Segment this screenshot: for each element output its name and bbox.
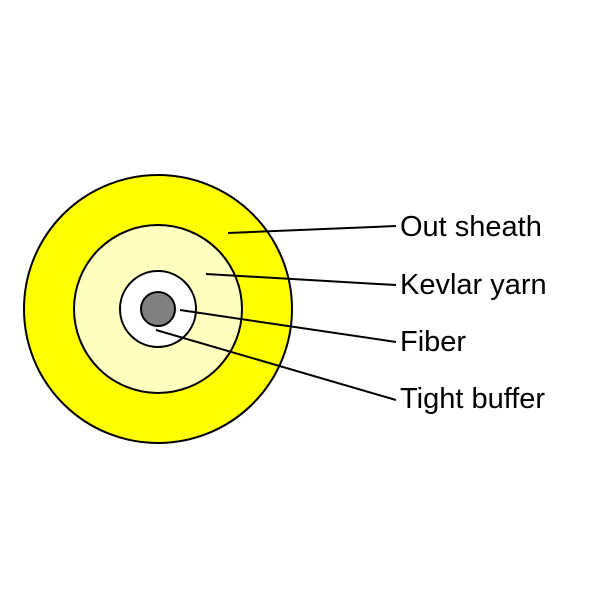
leader-line-out-sheath	[227, 225, 397, 234]
label-kevlar-yarn: Kevlar yarn	[400, 269, 547, 301]
leader-line-kevlar-yarn	[205, 273, 397, 286]
label-fiber: Fiber	[400, 326, 466, 358]
leader-line-tight-buffer	[155, 329, 397, 401]
leader-line-fiber	[179, 309, 397, 343]
label-tight-buffer: Tight buffer	[400, 383, 545, 415]
label-out-sheath: Out sheath	[400, 211, 542, 243]
fiber-core	[140, 291, 176, 327]
